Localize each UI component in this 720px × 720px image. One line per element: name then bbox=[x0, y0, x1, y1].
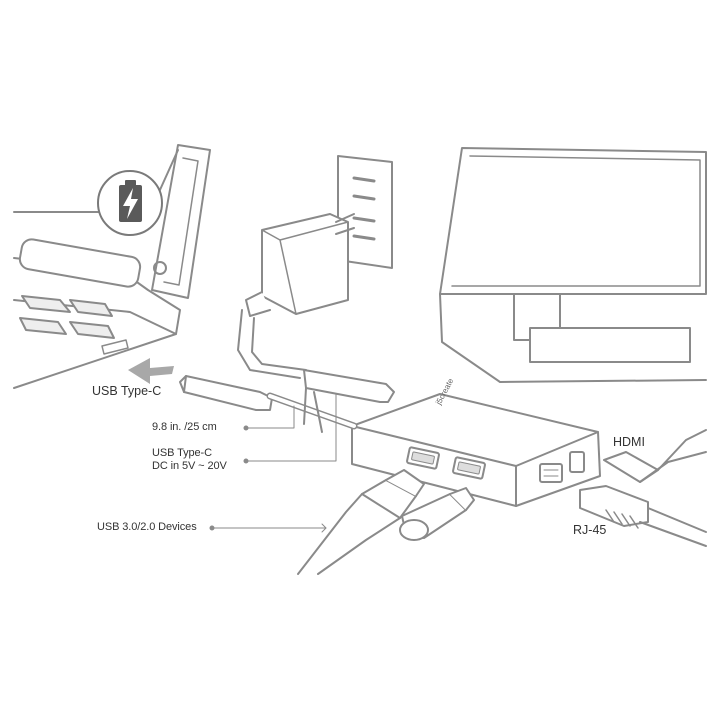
laptop bbox=[13, 144, 211, 389]
usb-a-plug bbox=[297, 469, 425, 575]
power-adapter bbox=[237, 213, 355, 379]
battery-charging-icon bbox=[97, 170, 163, 236]
label-usb-type-c: USB Type-C bbox=[92, 384, 162, 398]
label-dc-in: USB Type-C DC in 5V ~ 20V bbox=[152, 447, 227, 473]
insert-arrow-icon bbox=[128, 358, 174, 384]
label-hdmi: HDMI bbox=[613, 435, 645, 449]
label-dc-in-line2: DC in 5V ~ 20V bbox=[152, 460, 227, 472]
usb-c-cable bbox=[179, 375, 358, 430]
label-usb-devices: USB 3.0/2.0 Devices bbox=[97, 521, 197, 533]
label-cable-length: 9.8 in. /25 cm bbox=[152, 421, 217, 433]
rj45-plug bbox=[579, 485, 707, 547]
usb-flash-drive bbox=[399, 487, 475, 541]
leader-lines bbox=[209, 393, 337, 533]
label-rj45: RJ-45 bbox=[573, 523, 607, 537]
dc-in-connector bbox=[303, 369, 395, 433]
label-dc-in-line1: USB Type-C bbox=[152, 447, 212, 459]
hdmi-plug bbox=[603, 429, 707, 483]
monitor bbox=[439, 147, 707, 383]
